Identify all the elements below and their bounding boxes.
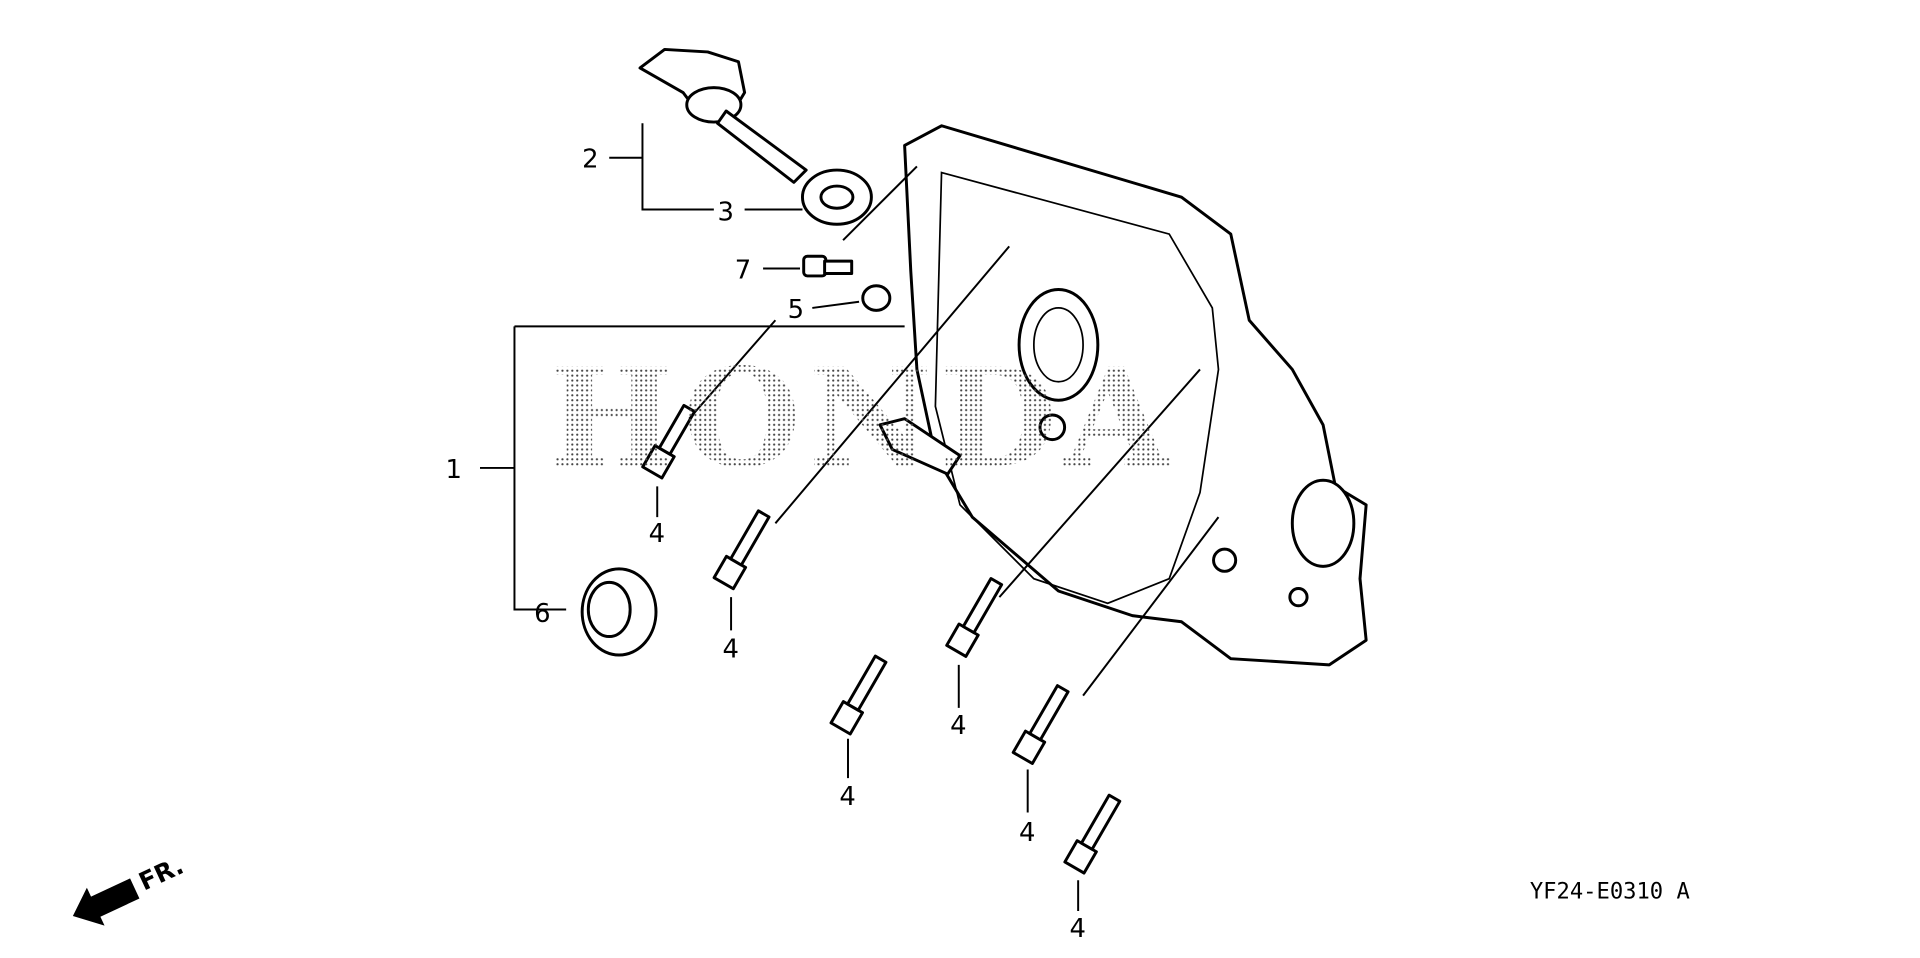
callout-2: 2 bbox=[582, 145, 598, 175]
callout-4: 4 bbox=[950, 711, 966, 741]
washer-5 bbox=[861, 284, 892, 312]
diagram-code: YF24-E0310 A bbox=[1530, 879, 1690, 905]
callout-4: 4 bbox=[1019, 818, 1035, 848]
callout-5: 5 bbox=[788, 295, 804, 325]
callout-6: 6 bbox=[534, 599, 550, 629]
front-label: FR. bbox=[134, 851, 188, 897]
front-direction-arrow-icon: FR. bbox=[72, 851, 188, 926]
oil-dipstick bbox=[638, 47, 808, 184]
callout-1: 1 bbox=[446, 455, 462, 485]
callout-4: 4 bbox=[722, 634, 738, 664]
flange-bolts bbox=[641, 403, 1122, 875]
callout-3: 3 bbox=[718, 198, 734, 228]
case-cover bbox=[878, 124, 1368, 667]
callout-7: 7 bbox=[735, 255, 751, 285]
leader-lines bbox=[480, 123, 1220, 912]
callout-4: 4 bbox=[1070, 914, 1086, 944]
bolt-7 bbox=[802, 254, 854, 278]
callout-4: 4 bbox=[839, 782, 855, 812]
washer-hole bbox=[819, 184, 855, 210]
oil-seal bbox=[580, 567, 658, 657]
callout-4: 4 bbox=[649, 519, 665, 549]
